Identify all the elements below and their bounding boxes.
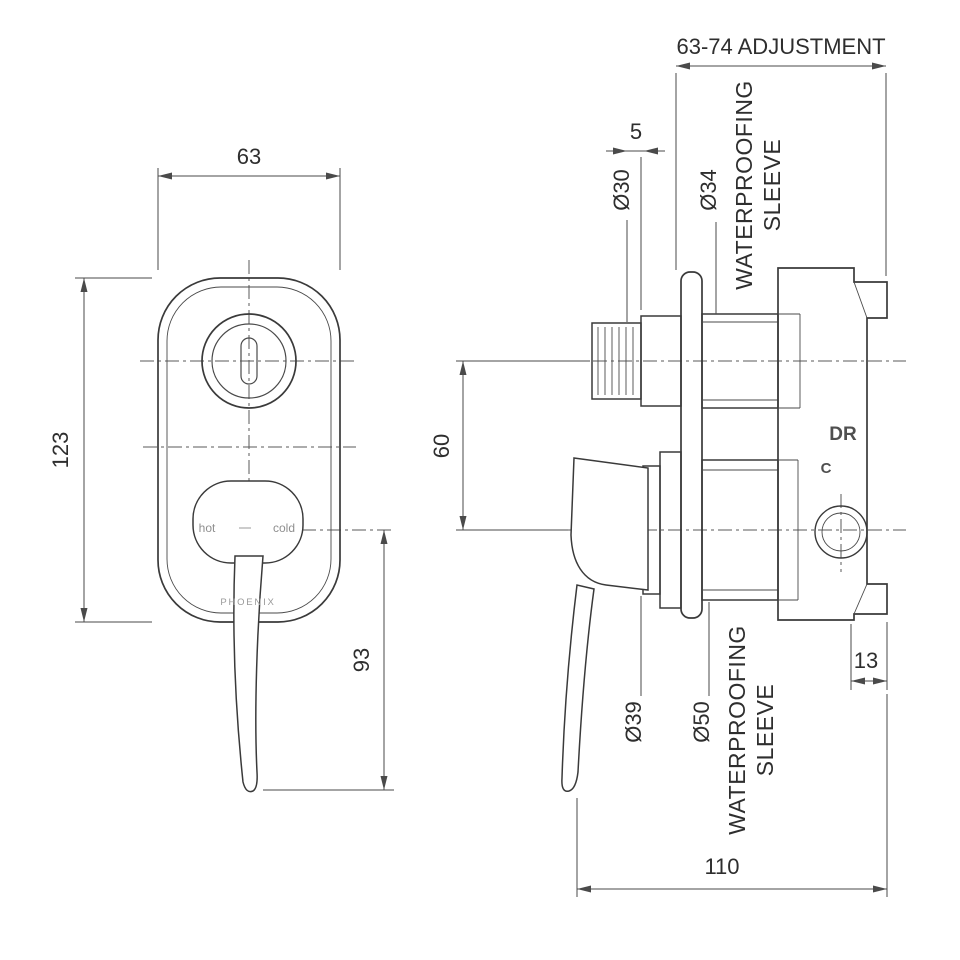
side-view: DR C 63-74 ADJUSTMENT 5 Ø30 Ø34 WATERPRO…	[429, 34, 906, 897]
front-centerlines	[140, 260, 394, 646]
threaded-outlet	[591, 322, 642, 400]
dim-adjustment: 63-74 ADJUSTMENT	[675, 34, 887, 276]
dim-sleeve-bottom-dia: Ø50	[689, 602, 714, 743]
valve-body: DR C	[777, 267, 888, 621]
dim-cartridge-dia-label: Ø39	[621, 701, 646, 743]
handle-side	[561, 457, 649, 792]
dim-thread-dia: Ø30	[609, 169, 634, 211]
dim-depth-label: 110	[704, 854, 739, 879]
handle-lever-front	[233, 555, 264, 793]
side-centerlines	[468, 360, 906, 572]
brand-text: PHOENIX	[220, 597, 275, 608]
hot-label: hot	[199, 521, 216, 535]
sleeve-top-line1: WATERPROOFING	[731, 80, 757, 290]
sleeve-top-line2: SLEEVE	[759, 139, 785, 232]
dim-depth-110: 110	[576, 694, 888, 897]
sleeve-top-callout: WATERPROOFING SLEEVE	[731, 80, 785, 290]
dim-offset-13: 13	[850, 622, 888, 690]
dim-handle-93: 93	[263, 530, 394, 791]
dim-gap-5: 5	[606, 119, 665, 322]
dim-height-label: 123	[48, 432, 73, 469]
dim-handle-label: 93	[349, 648, 374, 672]
sleeve-bottom-line2: SLEEVE	[752, 684, 778, 777]
dim-width-63: 63	[157, 144, 341, 270]
dim-spacing-label: 60	[429, 434, 454, 458]
handle-base: hot cold	[192, 480, 304, 564]
dim-spacing-60: 60	[429, 360, 590, 531]
port-label-dr: DR	[829, 424, 857, 445]
dim-height-123: 123	[48, 277, 152, 623]
wall-flange	[680, 271, 703, 619]
dim-sleeve-bottom-dia-label: Ø50	[689, 701, 714, 743]
port-label-c: C	[821, 460, 832, 477]
dim-gap-label: 5	[630, 119, 642, 144]
dim-width-label: 63	[237, 144, 261, 169]
dim-adjustment-label: 63-74 ADJUSTMENT	[676, 34, 885, 59]
dim-sleeve-top-dia: Ø34	[696, 169, 721, 314]
sleeve-bottom-line1: WATERPROOFING	[724, 625, 750, 835]
dim-offset-label: 13	[854, 648, 878, 673]
cold-label: cold	[273, 521, 295, 535]
sleeve-bottom-callout: WATERPROOFING SLEEVE	[724, 625, 778, 835]
dim-sleeve-top-dia-label: Ø34	[696, 169, 721, 211]
dim-thread-dia-label: Ø30	[609, 169, 634, 211]
diverter-knob	[201, 313, 297, 409]
front-view: hot cold PHOENIX 63 123 93	[48, 144, 394, 793]
dim-cartridge-dia: Ø39	[621, 596, 646, 743]
